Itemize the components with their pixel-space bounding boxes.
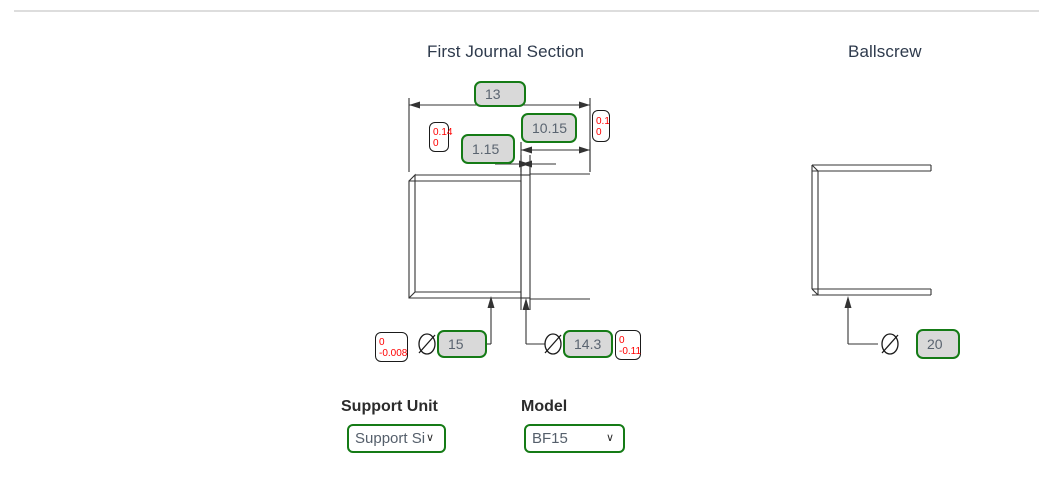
tolerance-chip-journal-diameter[interactable]: 0 -0.008: [375, 332, 408, 362]
tolerance-upper: 0.14: [433, 126, 453, 138]
leader-thread-diameter: [522, 298, 545, 345]
journal-right-extension-outline: [530, 173, 590, 300]
tolerance-lower: -0.008: [379, 347, 408, 359]
dimension-chip-thread-diameter[interactable]: 14.3: [563, 330, 613, 358]
support-unit-label: Support Unit: [341, 398, 438, 415]
tolerance-chip-shoulder[interactable]: 0.14 0: [429, 122, 453, 152]
journal-body-outline: [408, 173, 522, 299]
ballscrew-outline: [811, 164, 932, 296]
dimension-chip-shoulder-width[interactable]: 1.15: [461, 134, 515, 164]
tolerance-lower: -0.11: [619, 345, 642, 357]
tolerance-upper: 0: [379, 336, 385, 348]
page-title-first-journal-section: First Journal Section: [427, 42, 585, 61]
dimension-chip-journal-length[interactable]: 10.15: [521, 113, 577, 143]
tolerance-upper: 0: [619, 334, 625, 346]
dimension-chip-overall-length[interactable]: 13: [474, 81, 526, 107]
page-title-ballscrew: Ballscrew: [848, 42, 922, 61]
diameter-symbols: [418, 333, 899, 355]
leader-ballscrew-diameter: [844, 296, 878, 345]
top-divider: [14, 10, 1039, 12]
diameter-icon-ballscrew: [881, 333, 899, 355]
tolerance-chip-thread-diameter[interactable]: 0 -0.11: [615, 330, 641, 360]
tolerance-upper: 0.1: [596, 115, 610, 127]
tolerance-chip-right-end[interactable]: 0.1 0: [592, 110, 610, 142]
dimension-line-journal-length: [520, 142, 591, 172]
model-select[interactable]: BF15: [524, 424, 625, 453]
journal-neck-outline: [520, 162, 531, 310]
diameter-icon-journal: [418, 333, 436, 355]
support-unit-select[interactable]: Support Si: [347, 424, 446, 453]
diameter-icon-thread: [544, 333, 562, 355]
dimension-chip-journal-diameter[interactable]: 15: [437, 330, 487, 358]
tolerance-lower: 0: [596, 126, 602, 138]
dimension-chip-ballscrew-diameter[interactable]: 20: [916, 329, 960, 359]
tolerance-lower: 0: [433, 137, 439, 149]
model-label: Model: [521, 398, 568, 415]
